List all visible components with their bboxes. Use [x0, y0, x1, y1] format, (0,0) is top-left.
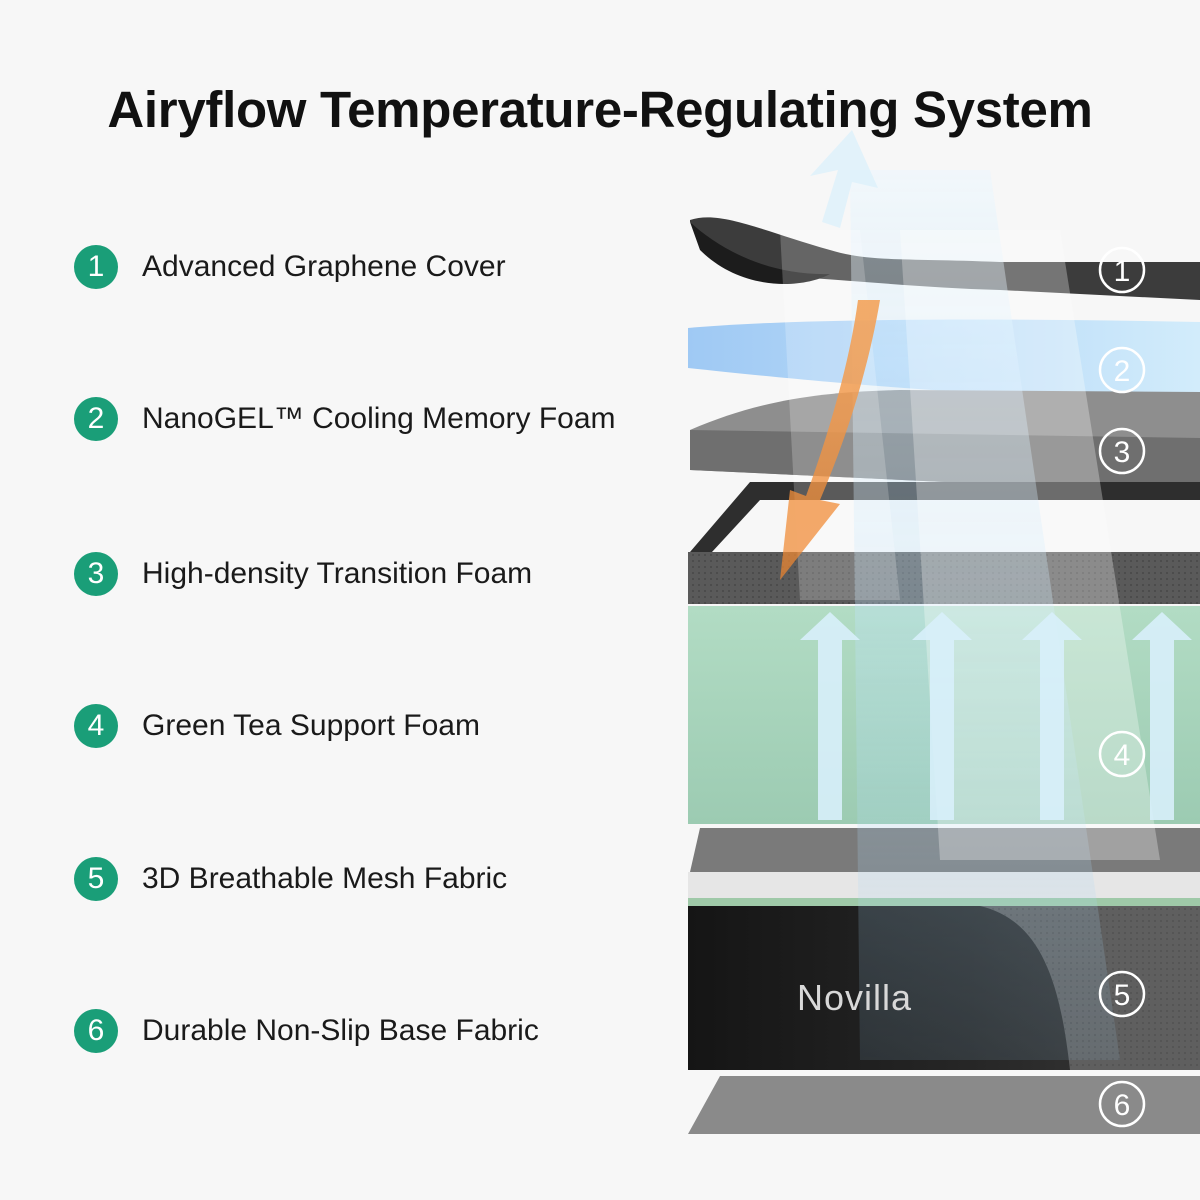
- feature-item-mesh-fabric: 5 3D Breathable Mesh Fabric: [74, 854, 507, 904]
- feature-label: High-density Transition Foam: [142, 557, 533, 590]
- number-badge: 6: [74, 1009, 118, 1053]
- feature-list: 1 Advanced Graphene Cover 2 NanoGEL™ Coo…: [74, 0, 694, 1200]
- layer-marker-number: 1: [1114, 255, 1131, 288]
- up-arrow-icon: [800, 130, 1192, 820]
- base-fabric-layer: [688, 1076, 1200, 1134]
- mattress-layers-illustration: Novilla 1 2 3 4 5 6: [650, 130, 1200, 1160]
- layer-marker-number: 2: [1114, 355, 1131, 388]
- layer-marker-number: 6: [1114, 1089, 1131, 1122]
- feature-item-base-fabric: 6 Durable Non-Slip Base Fabric: [74, 1006, 539, 1056]
- feature-item-graphene-cover: 1 Advanced Graphene Cover: [74, 242, 506, 292]
- feature-label: Advanced Graphene Cover: [142, 250, 506, 283]
- feature-item-green-tea-foam: 4 Green Tea Support Foam: [74, 701, 480, 751]
- feature-item-cooling-memory-foam: 2 NanoGEL™ Cooling Memory Foam: [74, 394, 616, 444]
- layer-marker-6: [1098, 1080, 1146, 1128]
- layer-marker-5: [1098, 970, 1146, 1018]
- number-badge: 4: [74, 704, 118, 748]
- layer-marker-1: [1098, 246, 1146, 294]
- layer-marker-number: 4: [1114, 739, 1131, 772]
- graphene-cover-layer: [690, 217, 1200, 300]
- down-arrow-icon: [780, 300, 880, 580]
- feature-item-transition-foam: 3 High-density Transition Foam: [74, 549, 532, 599]
- number-badge: 5: [74, 857, 118, 901]
- feature-label: Durable Non-Slip Base Fabric: [142, 1014, 539, 1047]
- layer-marker-number: 5: [1114, 979, 1131, 1012]
- feature-label: NanoGEL™ Cooling Memory Foam: [142, 402, 616, 435]
- mattress-layers-svg: Novilla 1 2 3 4 5 6: [688, 130, 1200, 1134]
- layer-markers: [1098, 246, 1146, 1128]
- feature-label: Green Tea Support Foam: [142, 709, 480, 742]
- number-badge: 2: [74, 397, 118, 441]
- page-title: Airyflow Temperature-Regulating System: [107, 81, 1093, 138]
- number-badge: 1: [74, 245, 118, 289]
- number-badge: 3: [74, 552, 118, 596]
- feature-label: 3D Breathable Mesh Fabric: [142, 862, 508, 895]
- layer-marker-2: [1098, 346, 1146, 394]
- brand-logo: Novilla: [797, 977, 912, 1018]
- layer-marker-4: [1098, 730, 1146, 778]
- layer-marker-number: 3: [1114, 436, 1131, 469]
- layer-marker-3: [1098, 427, 1146, 475]
